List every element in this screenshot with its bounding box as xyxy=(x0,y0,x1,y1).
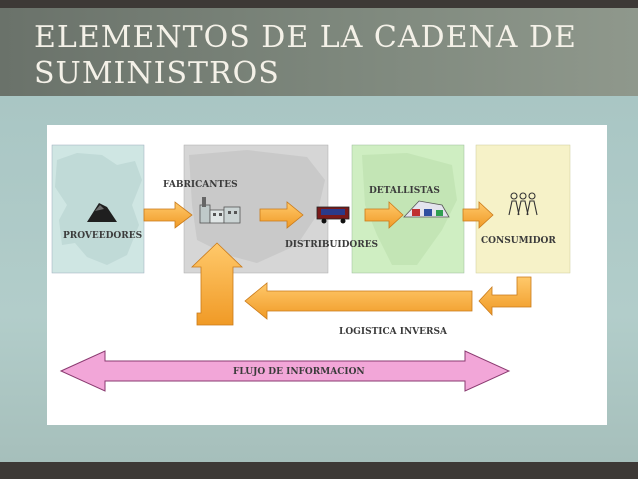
label-flujo-informacion: FLUJO DE INFORMACION xyxy=(233,367,365,377)
label-proveedores: PROVEEDORES xyxy=(63,231,142,241)
arrow-consumidor-down xyxy=(478,276,532,317)
factory-icon xyxy=(199,197,241,224)
arrow-proveedores-to-fabricantes xyxy=(143,201,193,229)
panel-consumidor xyxy=(475,144,571,274)
supply-chain-diagram: PROVEEDORES FABRICANTES DISTRIBUIDORES D… xyxy=(47,125,607,425)
top-border-strip xyxy=(0,0,638,8)
label-detallistas: DETALLISTAS xyxy=(369,186,440,196)
arrow-flujo-informacion xyxy=(59,350,511,392)
truck-icon xyxy=(316,206,350,224)
label-consumidor: CONSUMIDOR xyxy=(481,236,556,246)
supply-chain-svg: PROVEEDORES FABRICANTES DISTRIBUIDORES D… xyxy=(51,144,571,392)
coal-pile-icon xyxy=(87,203,117,222)
label-logistica-inversa: LOGISTICA INVERSA xyxy=(339,327,448,337)
arrow-logistica-inversa xyxy=(244,282,473,320)
arrow-detallistas-to-consumidor xyxy=(462,201,494,229)
bottom-border-strip xyxy=(0,462,638,479)
map-asia-shape xyxy=(189,150,325,263)
slide-title: ELEMENTOS DE LA CADENA DE SUMINISTROS xyxy=(34,20,577,91)
map-america-shape xyxy=(362,153,457,265)
label-fabricantes: FABRICANTES xyxy=(163,180,238,190)
arrow-fabricantes-to-distribuidores xyxy=(259,201,304,229)
people-icon xyxy=(508,192,538,216)
arrow-return-to-fabricantes xyxy=(191,242,243,326)
slide-header: ELEMENTOS DE LA CADENA DE SUMINISTROS xyxy=(0,8,638,96)
arrow-distribuidores-to-detallistas xyxy=(364,201,404,229)
store-icon xyxy=(403,200,450,218)
label-distribuidores: DISTRIBUIDORES xyxy=(285,240,378,250)
